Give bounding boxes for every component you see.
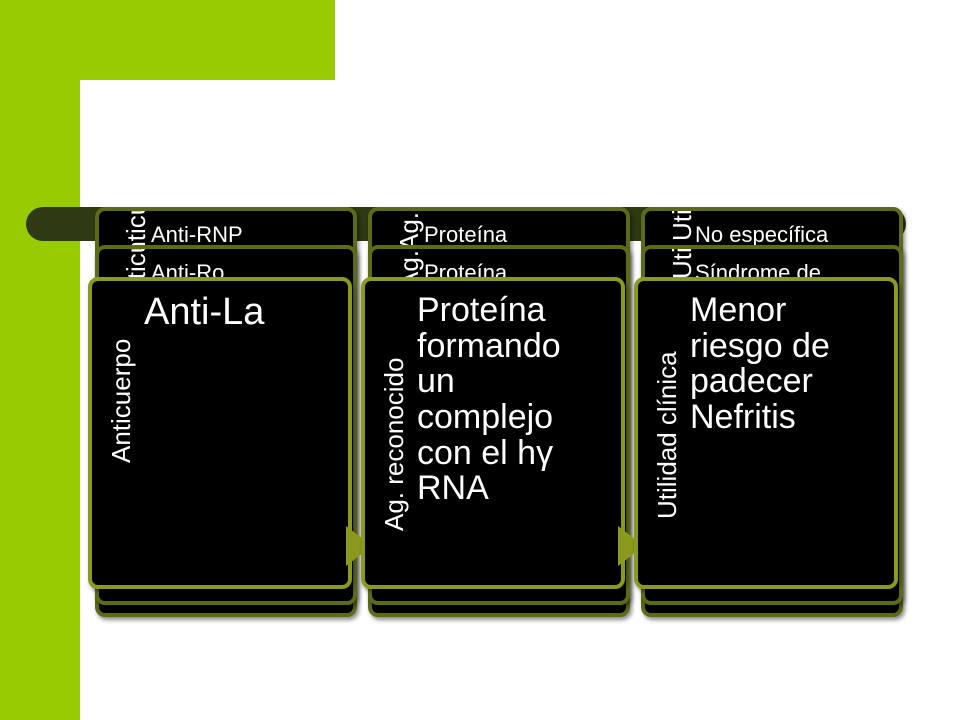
- column-2-layer-3-card: Ag. reconocido Proteína formando un comp…: [361, 277, 625, 589]
- column-3-layer-1-content: No específica: [695, 222, 829, 247]
- column-1-layer-3-header: Anticuerpo: [106, 338, 136, 463]
- column-3-layer-2-header: Utilidad clínica: [667, 249, 698, 279]
- column-3-layer-1-header: Utilidad clínica: [667, 211, 698, 241]
- column-2-layer-3-content: Proteína formando un complejo con el hγ …: [417, 291, 561, 508]
- column-2-layer-1-content: Proteína: [424, 222, 508, 247]
- content-area-corner: [80, 80, 200, 200]
- column-3-layer-3-header: Utilidad clínica: [652, 351, 682, 519]
- column-1-layer-3-card: Anticuerpo Anti-La: [88, 277, 352, 589]
- column-3-layer-3-content: Menor riesgo de padecer Nefritis: [690, 291, 830, 437]
- accent-left-bar: [0, 0, 80, 720]
- column-3-layer-3-card: Utilidad clínica Menor riesgo de padecer…: [634, 277, 898, 589]
- column-2-layer-3-header: Ag. reconocido: [379, 357, 409, 531]
- column-1-layer-3-content: Anti-La: [144, 291, 265, 333]
- column-1-layer-1-content: Anti-RNP: [151, 222, 243, 247]
